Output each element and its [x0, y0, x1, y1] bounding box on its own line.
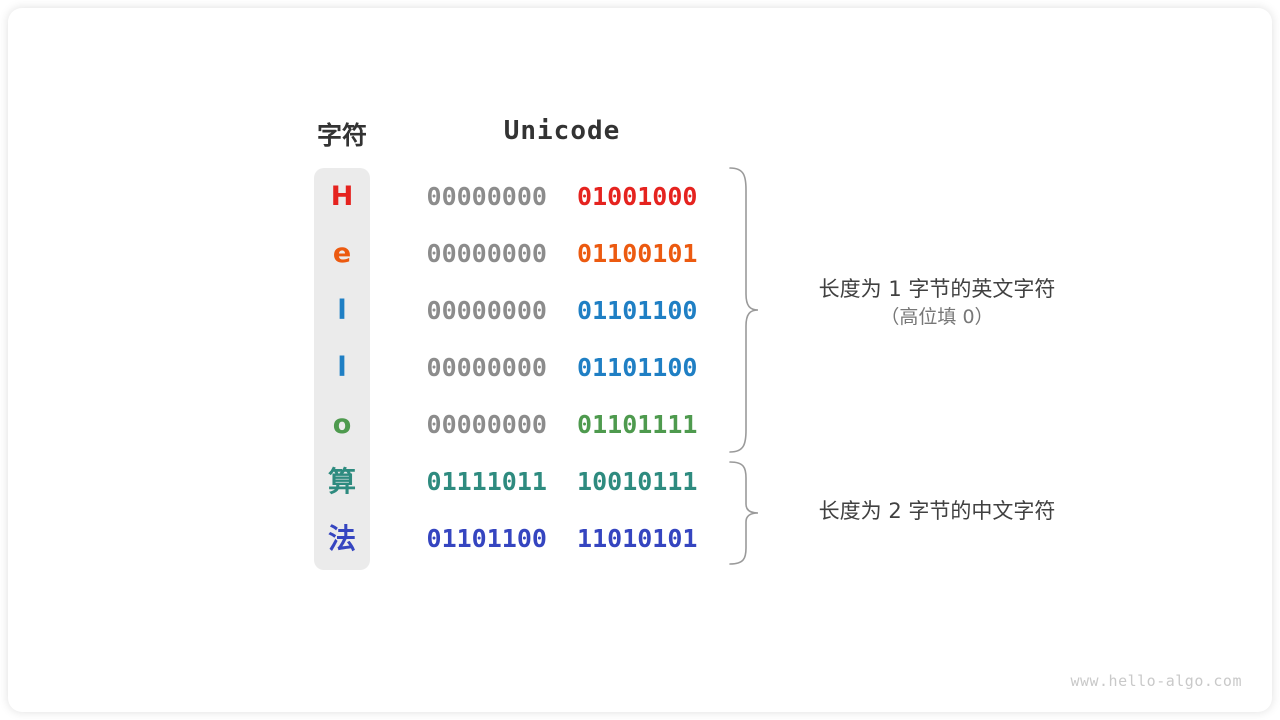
byte-separator	[547, 353, 577, 382]
byte-separator	[547, 182, 577, 211]
row-character: 法	[327, 522, 356, 555]
row-high-byte: 00000000	[426, 296, 547, 325]
table-row: 算 01111011 10010111	[8, 453, 1272, 510]
byte-separator	[547, 239, 577, 268]
figure-card: 字符 Unicode H 00000000 01001000 e 00000000 0…	[8, 8, 1272, 712]
row-character: o	[332, 409, 352, 440]
group-label-chinese-main: 长度为 2 字节的中文字符	[818, 499, 1056, 523]
table-row: 法 01101100 11010101	[8, 510, 1272, 567]
table-row: l 00000000 01101100	[8, 282, 1272, 339]
row-unicode-bits: 00000000 01101100	[412, 282, 712, 339]
row-unicode-bits: 00000000 01100101	[412, 225, 712, 282]
row-unicode-bits: 01101100 11010101	[412, 510, 712, 567]
row-unicode-bits: 00000000 01101100	[412, 339, 712, 396]
row-high-byte: 00000000	[426, 182, 547, 211]
table-row: e 00000000 01100101	[8, 225, 1272, 282]
row-high-byte: 00000000	[426, 239, 547, 268]
column-header-character: 字符	[316, 122, 367, 150]
row-character: l	[337, 352, 347, 383]
character-column-background	[314, 168, 370, 570]
row-low-byte: 01101100	[577, 296, 698, 325]
row-unicode-bits: 01111011 10010111	[412, 453, 712, 510]
row-low-byte: 01100101	[577, 239, 698, 268]
table-row: l 00000000 01101100	[8, 339, 1272, 396]
table-row: o 00000000 01101111	[8, 396, 1272, 453]
row-high-byte: 00000000	[426, 353, 547, 382]
row-unicode-bits: 00000000 01101111	[412, 396, 712, 453]
row-low-byte: 01101111	[577, 410, 698, 439]
row-low-byte: 11010101	[577, 524, 698, 553]
row-unicode-bits: 00000000 01001000	[412, 168, 712, 225]
row-high-byte: 01111011	[426, 467, 547, 496]
table-row: H 00000000 01001000	[8, 168, 1272, 225]
byte-separator	[547, 467, 577, 496]
row-high-byte: 00000000	[426, 410, 547, 439]
row-low-byte: 01001000	[577, 182, 698, 211]
watermark-url: www.hello-algo.com	[1070, 672, 1242, 690]
group-label-english: 长度为 1 字节的英文字符 （高位填 0）	[792, 274, 1082, 332]
row-low-byte: 10010111	[577, 467, 698, 496]
byte-separator	[547, 524, 577, 553]
group-label-chinese: 长度为 2 字节的中文字符	[792, 496, 1082, 526]
row-character: H	[330, 181, 354, 212]
row-character: 算	[327, 465, 356, 498]
byte-separator	[547, 410, 577, 439]
byte-separator	[547, 296, 577, 325]
row-character: e	[332, 238, 352, 269]
row-high-byte: 01101100	[426, 524, 547, 553]
group-label-english-main: 长度为 1 字节的英文字符	[818, 277, 1056, 301]
row-character: l	[337, 295, 347, 326]
group-label-english-sub: （高位填 0）	[880, 306, 994, 329]
column-header-unicode: Unicode	[503, 116, 621, 146]
row-low-byte: 01101100	[577, 353, 698, 382]
